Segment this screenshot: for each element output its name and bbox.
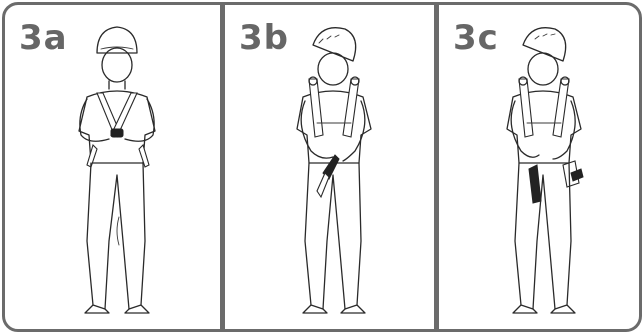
- step-panel-3a: 3a: [5, 5, 220, 329]
- harness-figure-illustration: [439, 5, 639, 329]
- harness-figure-illustration: [5, 5, 220, 329]
- step-panel-3b: 3b: [225, 5, 434, 329]
- step-panel-3c: 3c: [439, 5, 639, 329]
- harness-figure-illustration: [225, 5, 434, 329]
